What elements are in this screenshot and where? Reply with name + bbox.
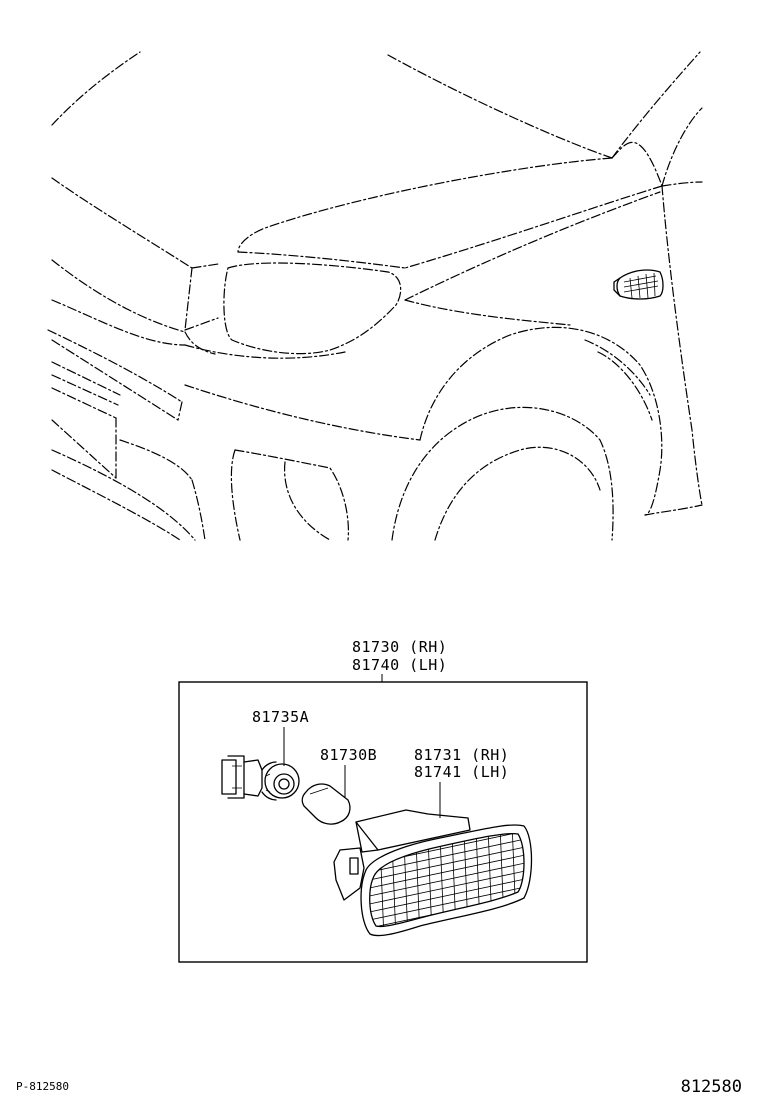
wedge-bulb <box>301 783 351 825</box>
socket-part-number: 81735A <box>252 708 309 726</box>
lens-part-number-rh: 81731 (RH) <box>414 746 509 764</box>
bulb-socket <box>221 755 300 801</box>
side-marker-lens <box>333 809 533 937</box>
assembly-part-rh: 81730 (RH) <box>352 638 447 656</box>
lens-part-number-lh: 81741 (LH) <box>414 763 509 781</box>
page-reference: P-812580 <box>16 1080 69 1093</box>
bulb-part-number: 81730B <box>320 746 377 764</box>
side-marker-location <box>613 269 664 300</box>
assembly-label: 81730 (RH) 81740 (LH) <box>352 638 447 674</box>
assembly-frame <box>178 681 588 963</box>
lens-texture <box>369 833 524 927</box>
diagram-number: 812580 <box>681 1077 742 1097</box>
assembly-part-lh: 81740 (LH) <box>352 656 447 674</box>
vehicle-outline <box>47 51 703 541</box>
